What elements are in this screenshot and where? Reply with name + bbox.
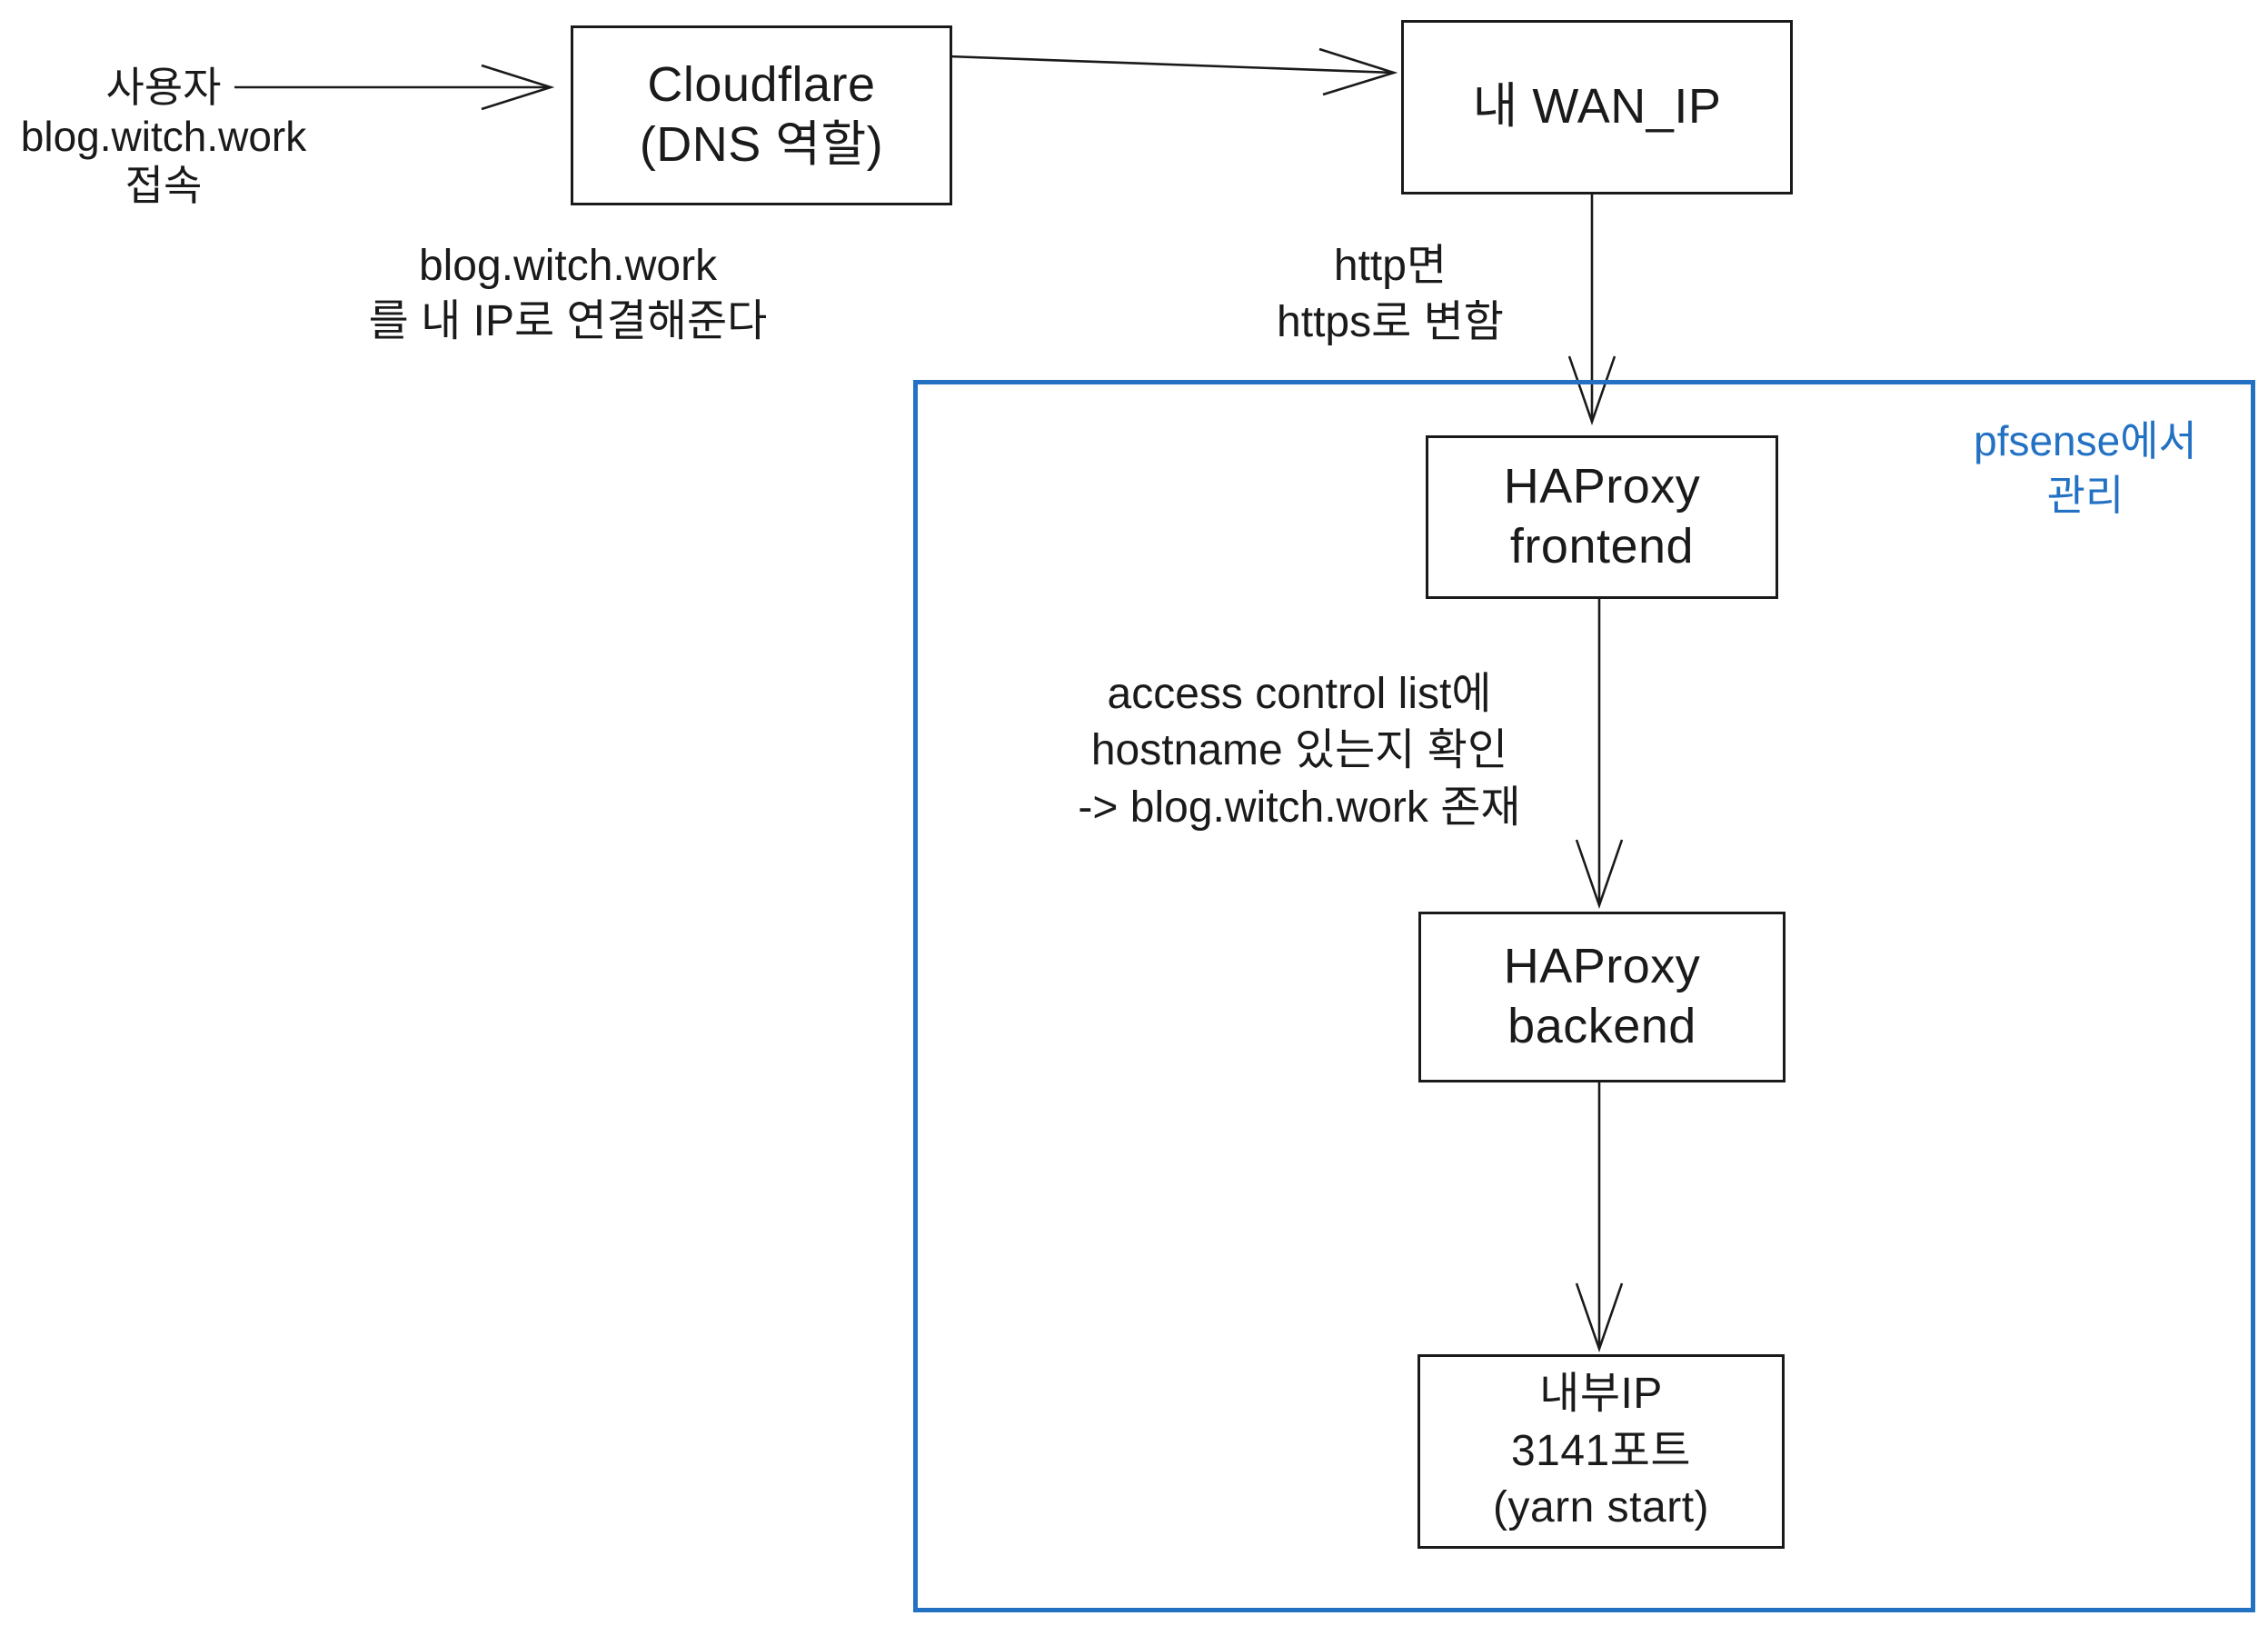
- haproxy-frontend-node-line: frontend: [1509, 519, 1695, 574]
- cloudflare-note-line: blog.witch.work: [418, 242, 718, 290]
- cloudflare-node-line: Cloudflare: [647, 57, 876, 113]
- arrow-cloudflare-to-wanip: [948, 47, 1398, 96]
- cloudflare-note: blog.witch.work 를 내 IP로 연결해준다: [300, 238, 836, 350]
- http-to-https-note: http면 https로 변함: [1209, 238, 1572, 352]
- cloudflare-node: Cloudflare (DNS 역할): [571, 25, 952, 205]
- http-to-https-note-line: https로 변함: [1277, 298, 1504, 347]
- arrow-user-to-cloudflare: [234, 64, 555, 111]
- internal-server-node-line: 내부IP: [1539, 1370, 1663, 1419]
- arrow-frontend-to-backend: [1575, 594, 1624, 909]
- http-to-https-note-line: http면: [1333, 242, 1447, 290]
- pfsense-group-label-line: 관리: [2046, 471, 2124, 519]
- user-label-line: 접속: [124, 161, 203, 209]
- internal-server-node-line: (yarn start): [1492, 1483, 1710, 1532]
- haproxy-backend-node: HAProxy backend: [1418, 912, 1786, 1082]
- access-control-list-note: access control list에 hostname 있는지 확인 -> …: [1000, 666, 1599, 836]
- internal-server-node: 내부IP 3141포트 (yarn start): [1418, 1354, 1785, 1549]
- pfsense-group-label: pfsense에서 관리: [1935, 414, 2235, 524]
- cloudflare-note-line: 를 내 IP로 연결해준다: [368, 297, 768, 346]
- wan-ip-node-line: 내 WAN_IP: [1472, 79, 1722, 135]
- pfsense-group-box: [913, 380, 2255, 1612]
- haproxy-frontend-node: HAProxy frontend: [1426, 435, 1778, 599]
- internal-server-node-line: 3141포트: [1510, 1426, 1692, 1475]
- access-control-list-note-line: -> blog.witch.work 존재: [1078, 783, 1521, 832]
- cloudflare-node-line: (DNS 역할): [639, 117, 884, 172]
- haproxy-frontend-node-line: HAProxy: [1503, 459, 1701, 514]
- access-control-list-note-line: hostname 있는지 확인: [1090, 726, 1508, 775]
- haproxy-backend-node-line: backend: [1507, 999, 1696, 1053]
- arrow-backend-to-internal: [1575, 1077, 1624, 1352]
- haproxy-backend-node-line: HAProxy: [1503, 939, 1701, 994]
- pfsense-group-label-line: pfsense에서: [1974, 417, 2197, 464]
- user-label-line: 사용자: [105, 64, 222, 111]
- access-control-list-note-line: access control list에: [1107, 670, 1492, 718]
- user-label-line: blog.witch.work: [20, 112, 307, 160]
- user-label: 사용자 blog.witch.work 접속: [9, 64, 318, 210]
- wan-ip-node: 내 WAN_IP: [1401, 20, 1793, 195]
